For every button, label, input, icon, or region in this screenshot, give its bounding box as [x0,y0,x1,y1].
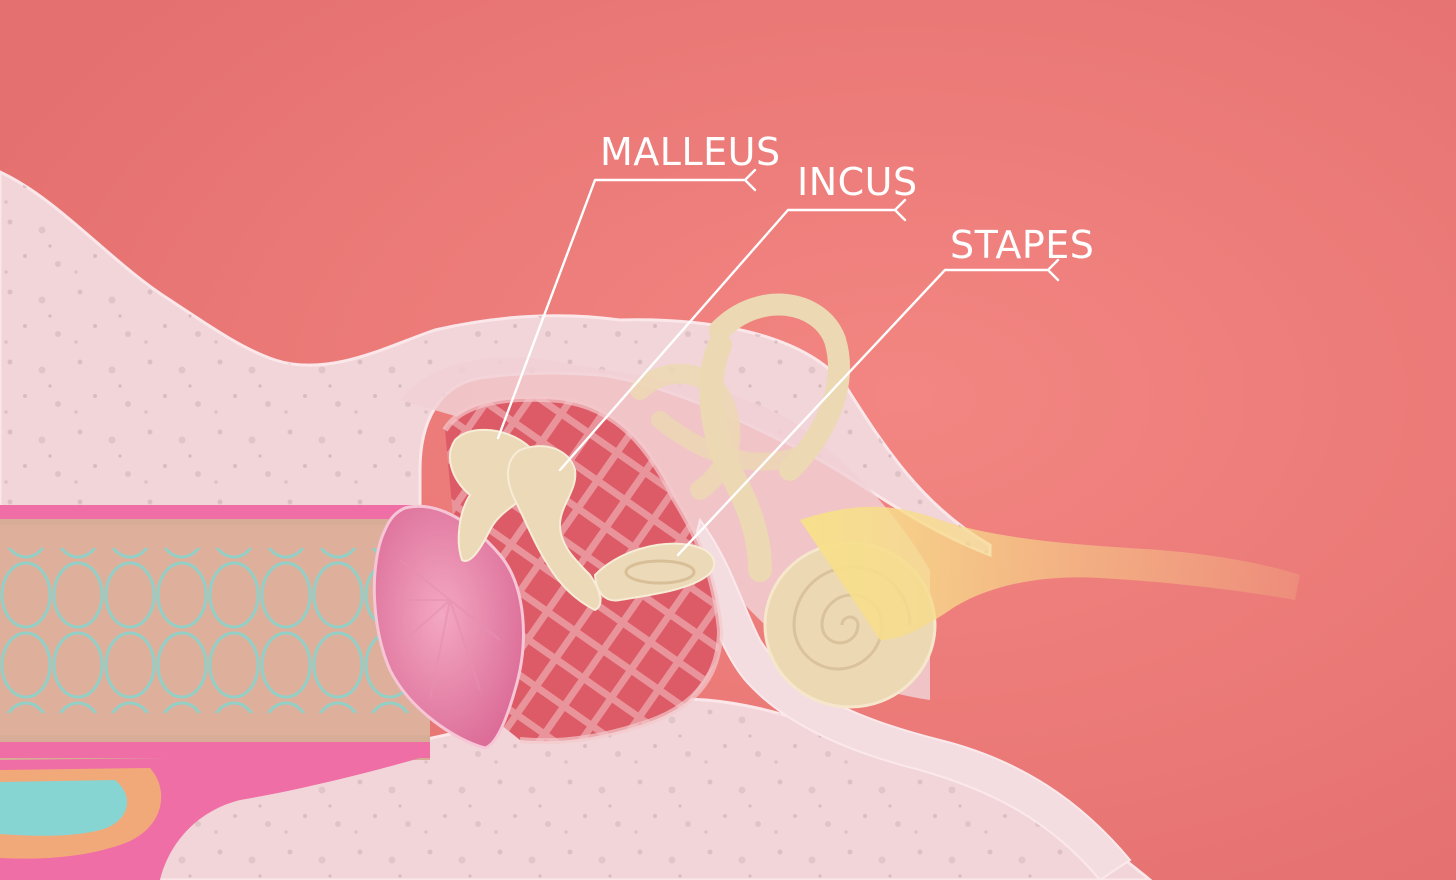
stapes-label: STAPES [950,223,1094,267]
ear-canal [0,505,430,760]
malleus-leader [496,168,757,440]
stapes-leader [676,258,1060,557]
canal-liquid [0,780,127,836]
leader-lines [496,168,1060,557]
lower-bone-texture [150,698,1150,880]
incus-bone [507,445,602,612]
eardrum [372,504,525,750]
auditory-nerve [800,506,1300,640]
stapes-ring [624,559,696,585]
ossicles [449,428,716,612]
malleus-label: MALLEUS [600,130,781,174]
incus-label: INCUS [797,160,918,204]
inner-ear [630,293,850,582]
stapes-bone [593,542,716,602]
incus-leader [558,198,907,472]
